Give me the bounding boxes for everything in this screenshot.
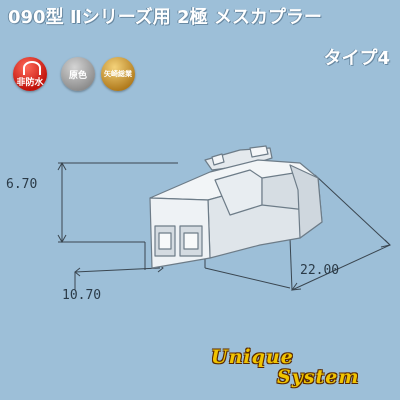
logo-line-2: System [277,366,360,388]
length-dimension-label: 22.00 [300,263,340,278]
height-dimension-label: 6.70 [6,177,38,192]
non-waterproof-badge: 非防水 [13,57,47,91]
logo-line-1: Unique [211,346,294,368]
brand-logo: Unique System [205,344,395,394]
connector-body [149,145,323,269]
natural-color-label: 原色 [68,70,87,81]
height-dimension-lines [57,161,178,244]
length-dimension-lines [289,174,391,291]
product-subtitle: タイプ4 [323,48,390,69]
width-dimension-label: 10.70 [62,288,102,303]
manufacturer-label: 矢崎総業 [104,70,132,78]
non-waterproof-label: 非防水 [16,78,44,88]
sun-icon [23,61,41,75]
natural-color-badge: 原色 [61,57,95,91]
product-title: 090型 Ⅱシリーズ用 2極 メスカプラー [8,7,322,28]
manufacturer-badge: 矢崎総業 [101,57,135,91]
